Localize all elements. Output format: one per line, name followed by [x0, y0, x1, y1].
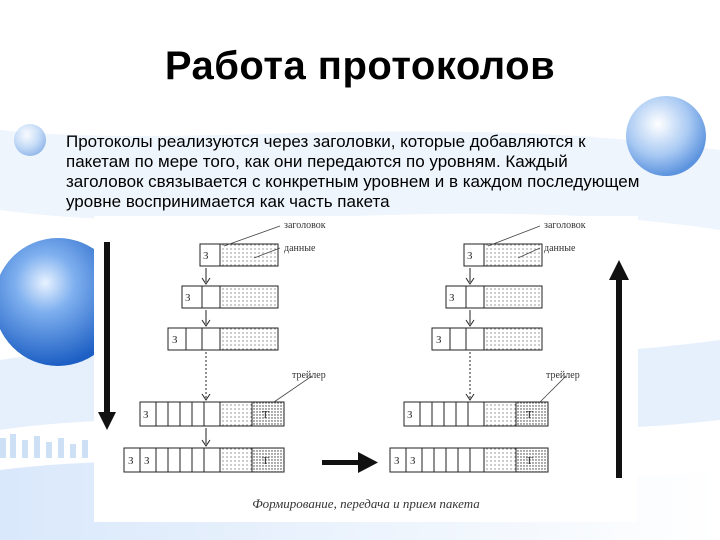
svg-text:З: З — [185, 292, 191, 304]
up-arrow-icon — [609, 260, 629, 478]
right-label-trailer: трейлер — [546, 370, 580, 381]
svg-text:З: З — [449, 292, 455, 304]
left-header-mark-1: З — [203, 250, 209, 262]
svg-text:З: З — [410, 455, 416, 467]
right-arrow-icon — [322, 452, 378, 473]
left-label-header: заголовок — [284, 220, 326, 231]
right-packet-stack — [389, 243, 549, 473]
svg-text:З: З — [394, 455, 400, 467]
left-packet-stack — [123, 243, 285, 473]
protocol-diagram: З З З З З З Т Т заголовок данные трейлер — [94, 216, 638, 522]
right-label-header: заголовок — [544, 220, 586, 231]
svg-text:З: З — [467, 250, 473, 262]
svg-text:З: З — [436, 334, 442, 346]
svg-text:Т: Т — [262, 455, 269, 467]
svg-text:Т: Т — [526, 455, 533, 467]
svg-text:З: З — [407, 409, 413, 421]
svg-text:Т: Т — [526, 409, 533, 421]
right-label-data: данные — [544, 243, 576, 254]
down-arrow-icon — [98, 242, 116, 430]
svg-text:З: З — [128, 455, 134, 467]
svg-text:З: З — [172, 334, 178, 346]
svg-text:З: З — [143, 409, 149, 421]
slide-title: Работа протоколов — [164, 44, 556, 88]
left-label-trailer: трейлер — [292, 370, 326, 381]
svg-text:Т: Т — [262, 409, 269, 421]
orb-small — [626, 96, 706, 176]
svg-text:З: З — [144, 455, 150, 467]
figure-caption: Формирование, передача и прием пакета — [252, 496, 480, 511]
left-label-data: данные — [284, 243, 316, 254]
slide-body-text: Протоколы реализуются через заголовки, к… — [66, 132, 640, 211]
orb-large — [0, 238, 122, 366]
